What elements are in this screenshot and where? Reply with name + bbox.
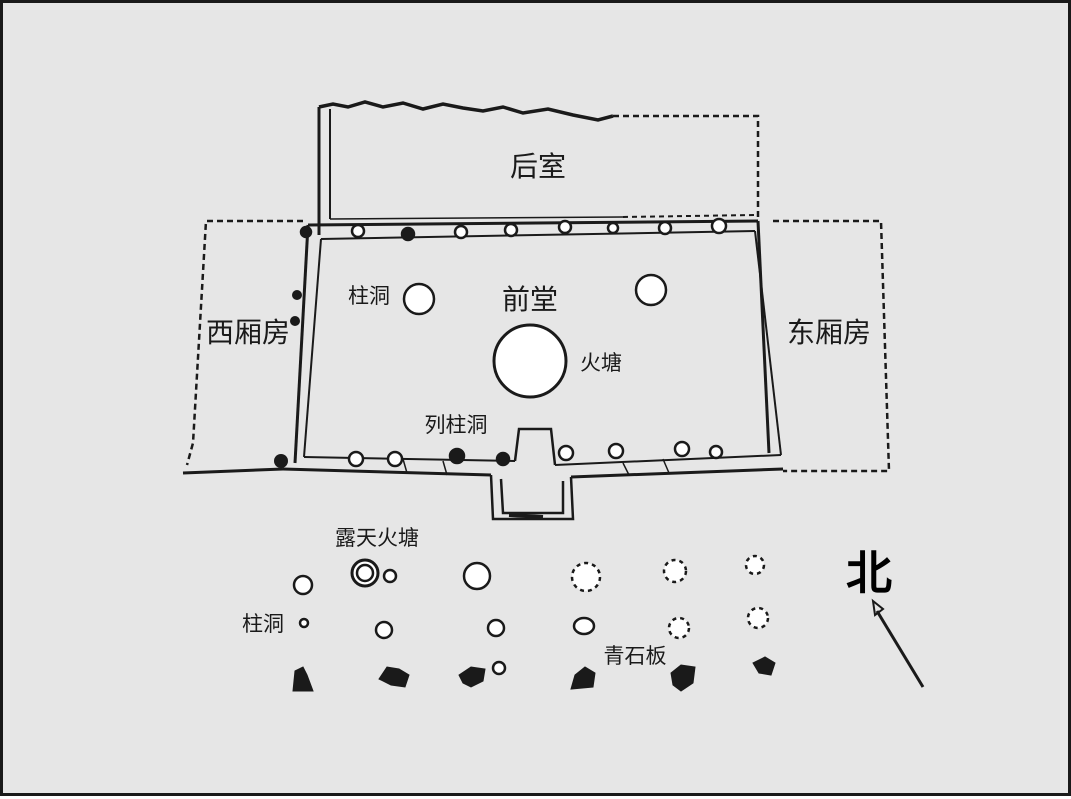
north-label: 北 [846, 546, 892, 600]
west-wall-holes [274, 290, 302, 468]
back-room [317, 100, 760, 235]
site-plan: 后室 前堂 西厢房 东厢房 柱洞 火塘 列柱洞 露天火塘 柱洞 青石板 北 [182, 100, 925, 692]
hall-interior [402, 273, 668, 399]
east-wing-label: 东厢房 [787, 316, 871, 349]
colonnade-holes-label: 列柱洞 [425, 413, 488, 437]
bluestone-slab-label: 青石板 [604, 644, 667, 668]
west-wing [182, 219, 303, 475]
fire-pit [492, 323, 568, 399]
front-hall-walls [282, 219, 784, 479]
post-hole-west [402, 282, 436, 316]
back-room-label: 后室 [510, 150, 566, 183]
north-arrow [871, 598, 925, 688]
west-wing-label: 西厢房 [206, 316, 290, 349]
fire-pit-label: 火塘 [580, 351, 622, 375]
east-wing [773, 219, 891, 473]
south-colonnade [347, 440, 724, 468]
front-hall-label: 前堂 [502, 283, 558, 316]
post-hole-east [634, 273, 668, 307]
post-hole-label: 柱洞 [348, 284, 390, 308]
outdoor-features [292, 554, 770, 676]
post-hole-label-outdoor: 柱洞 [242, 612, 284, 636]
north-colonnade [299, 217, 728, 242]
bluestone-slabs [292, 656, 776, 692]
entrance-porch [489, 427, 575, 521]
open-air-fire-pit-label: 露天火塘 [335, 526, 419, 550]
